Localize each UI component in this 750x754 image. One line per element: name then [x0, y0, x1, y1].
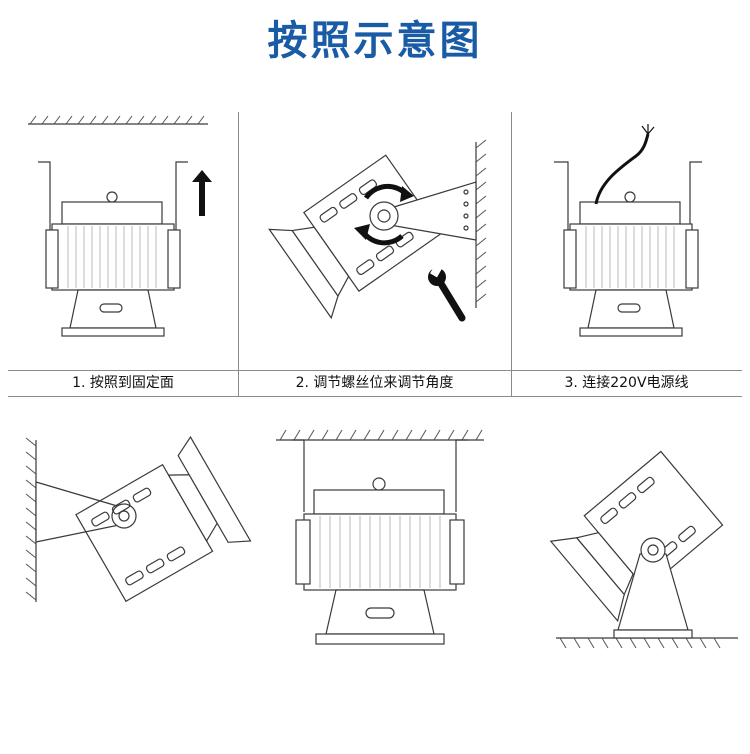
panel-divider-1 [238, 112, 239, 396]
step-3-illustration [554, 124, 702, 337]
mounting-bracket [369, 181, 477, 241]
caption-bottom-border [8, 396, 742, 397]
wall-mount-illustration [25, 435, 252, 603]
floor-mount-illustration [549, 450, 738, 649]
step-2-caption: 2. 调节螺丝位来调节角度 [295, 375, 454, 391]
floodlight-upright [554, 161, 702, 337]
ceiling-hatch [276, 429, 484, 441]
tilted-floodlight [75, 435, 252, 603]
floodlight-upright [38, 161, 188, 337]
step-1-illustration [28, 115, 212, 337]
ceiling-hatch [28, 115, 208, 125]
floor-bracket [613, 537, 693, 639]
floor-hatch [556, 637, 738, 649]
ceiling-mount-illustration [276, 429, 484, 645]
step-2-illustration [268, 139, 487, 322]
up-arrow-icon [192, 170, 212, 216]
wall-hatch [475, 139, 487, 308]
rotate-arrows-icon [354, 183, 414, 246]
wrench-icon [428, 264, 466, 322]
floodlight-upright [292, 439, 468, 645]
tilted-floodlight [549, 450, 724, 623]
step-3-caption: 3. 连接220V电源线 [564, 375, 689, 391]
power-cable-icon [594, 124, 655, 205]
panel-divider-2 [511, 112, 512, 396]
tilted-floodlight [268, 154, 442, 320]
page-title: 按照示意图 [267, 18, 483, 64]
step-1-caption: 1. 按照到固定面 [72, 375, 174, 391]
wall-hatch [25, 437, 37, 602]
caption-top-border [8, 370, 742, 371]
